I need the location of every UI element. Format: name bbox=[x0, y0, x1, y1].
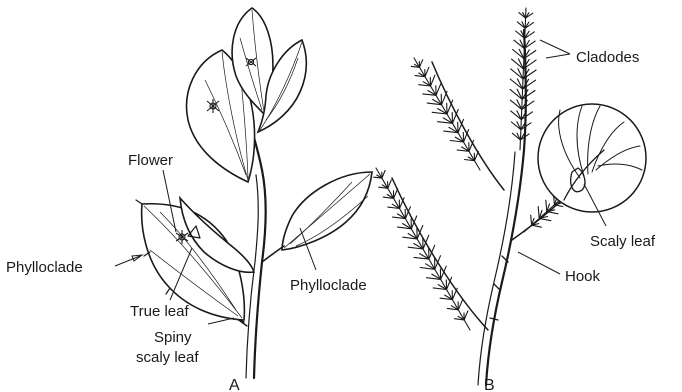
cladode bbox=[531, 215, 532, 225]
label-hook: Hook bbox=[565, 268, 601, 285]
cladode bbox=[464, 311, 468, 320]
figure-a-drawing bbox=[136, 8, 372, 378]
cladode bbox=[523, 80, 536, 89]
arrowhead-phylloclade-left bbox=[132, 255, 142, 261]
cladode bbox=[513, 50, 524, 59]
label-scaly-leaf-b: Scaly leaf bbox=[590, 233, 656, 250]
stem-edge-a bbox=[246, 175, 258, 378]
cladode bbox=[522, 101, 534, 109]
cladode bbox=[546, 200, 547, 211]
magnified-node bbox=[538, 104, 646, 212]
cladode bbox=[521, 112, 532, 120]
cladode bbox=[510, 100, 521, 109]
cladode bbox=[425, 67, 429, 76]
cladodes-left-lower bbox=[374, 168, 470, 330]
cladode bbox=[511, 69, 523, 79]
caption-a: A bbox=[229, 377, 240, 392]
cladode bbox=[388, 180, 392, 188]
cladodes-left-upper bbox=[411, 58, 480, 170]
label-true-leaf: True leaf bbox=[130, 303, 189, 320]
branch-left-upper bbox=[432, 62, 504, 190]
cladode bbox=[436, 83, 441, 95]
cladode bbox=[532, 225, 542, 227]
cladode bbox=[522, 91, 535, 100]
cladode bbox=[458, 300, 462, 310]
label-scaly-leaf-a: scaly leaf bbox=[136, 349, 199, 366]
branch-right bbox=[262, 246, 284, 262]
cladode bbox=[510, 79, 522, 89]
label-phylloclade-left: Phylloclade bbox=[6, 259, 83, 276]
caption-b: B bbox=[484, 377, 495, 392]
cladode bbox=[510, 89, 522, 99]
pointer-phylloclade-left bbox=[115, 256, 140, 266]
label-flower: Flower bbox=[128, 152, 173, 169]
label-cladodes: Cladodes bbox=[576, 49, 639, 66]
cladode bbox=[431, 75, 436, 86]
cladode bbox=[538, 207, 539, 219]
cladode bbox=[512, 59, 524, 69]
label-phylloclade-right: Phylloclade bbox=[290, 277, 367, 294]
pointer-hook bbox=[518, 252, 560, 274]
label-spiny: Spiny bbox=[154, 329, 192, 346]
stem-edge-b bbox=[478, 152, 515, 385]
cladode bbox=[524, 41, 535, 49]
pointer-cladodes bbox=[540, 40, 570, 58]
branch-left-lower bbox=[392, 178, 488, 330]
pointer-spiny-scaly-leaf bbox=[208, 318, 234, 324]
cladodes-top bbox=[510, 8, 536, 150]
